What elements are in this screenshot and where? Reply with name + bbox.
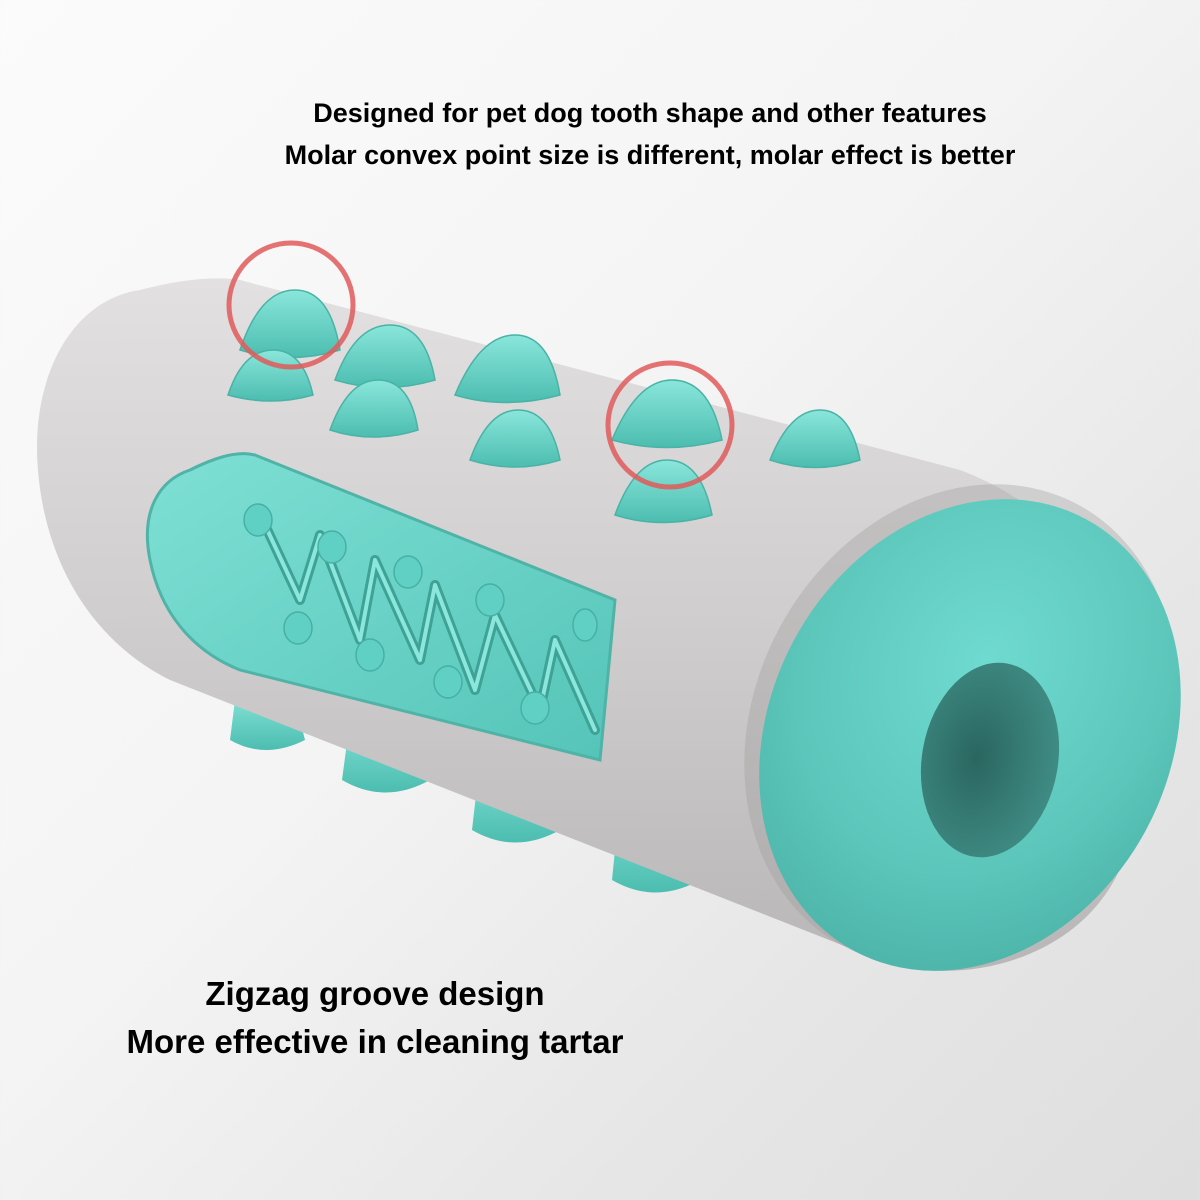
highlight-circle-2 [605,360,735,490]
molar-convex-points [227,289,861,524]
highlight-circle-1 [226,240,356,370]
end-ring [744,484,1181,971]
top-caption-line1: Designed for pet dog tooth shape and oth… [313,98,987,128]
bottom-caption: Zigzag groove design More effective in c… [75,970,675,1066]
zigzag-groove-panel [145,452,617,762]
bottom-caption-line2: More effective in cleaning tartar [126,1023,624,1060]
top-caption: Designed for pet dog tooth shape and oth… [0,92,1200,176]
top-caption-line2: Molar convex point size is different, mo… [284,140,1016,170]
bottom-caption-line1: Zigzag groove design [205,975,545,1012]
